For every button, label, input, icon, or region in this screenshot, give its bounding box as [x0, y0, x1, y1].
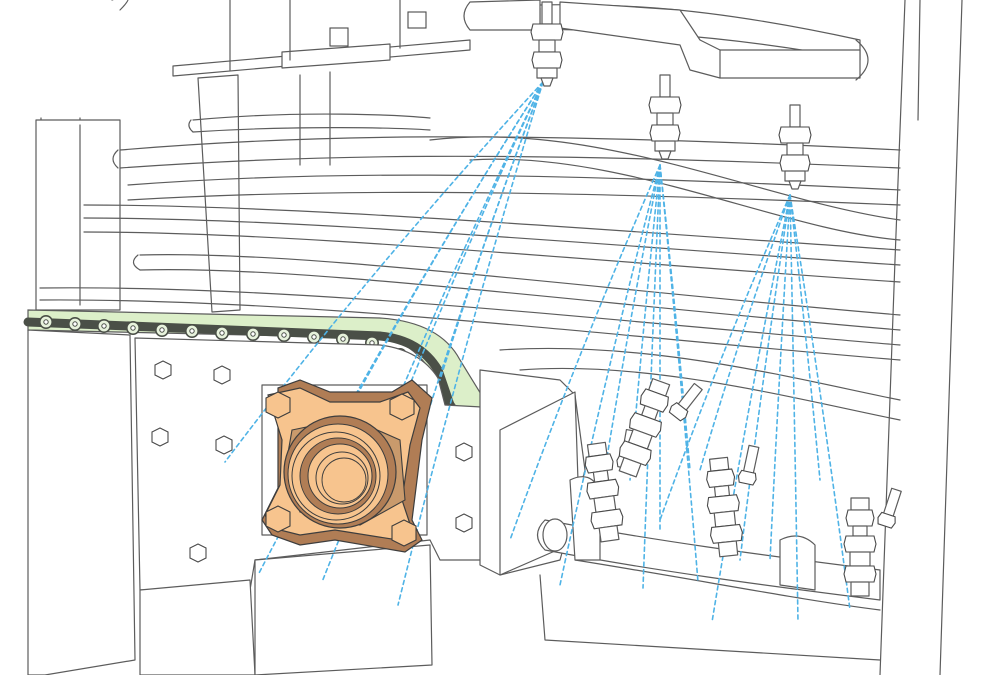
plate-bolts	[151, 360, 473, 563]
chain-link	[246, 326, 261, 341]
spray-line	[642, 164, 661, 589]
spray-line	[659, 164, 691, 471]
chain-link	[68, 316, 83, 331]
top-spray-nozzles	[530, 1, 812, 190]
top-nozzle	[530, 1, 564, 87]
spray-line	[359, 81, 544, 511]
spray-line	[789, 194, 851, 611]
lower-nozzle	[843, 487, 902, 597]
chain-link	[38, 314, 53, 329]
machine-frame	[35, 0, 963, 675]
spray-line	[509, 164, 661, 541]
chain-link	[215, 325, 230, 340]
spray-line	[711, 194, 791, 623]
spray-line	[739, 194, 791, 561]
spray-line	[629, 164, 661, 481]
lower-nozzle	[618, 378, 703, 478]
spray-line	[789, 194, 821, 481]
spray-line	[659, 194, 791, 521]
spray-line	[699, 194, 791, 471]
chain-link	[276, 327, 291, 342]
mounting-bracket	[111, 0, 471, 313]
support-rails	[39, 113, 901, 421]
top-nozzle	[648, 74, 682, 160]
spray-line	[789, 194, 799, 623]
chain-link	[97, 318, 112, 333]
chain-link	[155, 322, 170, 337]
spray-line	[439, 81, 544, 381]
flange-bearing	[261, 379, 433, 553]
spray-line	[769, 194, 791, 561]
bearing-bolts	[265, 391, 417, 547]
spray-fan	[659, 194, 851, 623]
chain-link	[126, 320, 141, 335]
lower-spray-nozzles	[584, 378, 902, 597]
spray-header-pipe	[463, 0, 869, 81]
chain-link	[306, 329, 321, 344]
spray-line	[659, 164, 699, 583]
spray-line	[224, 81, 544, 463]
chain-link	[185, 323, 200, 338]
top-nozzle	[778, 104, 812, 190]
lower-nozzle	[706, 444, 760, 558]
